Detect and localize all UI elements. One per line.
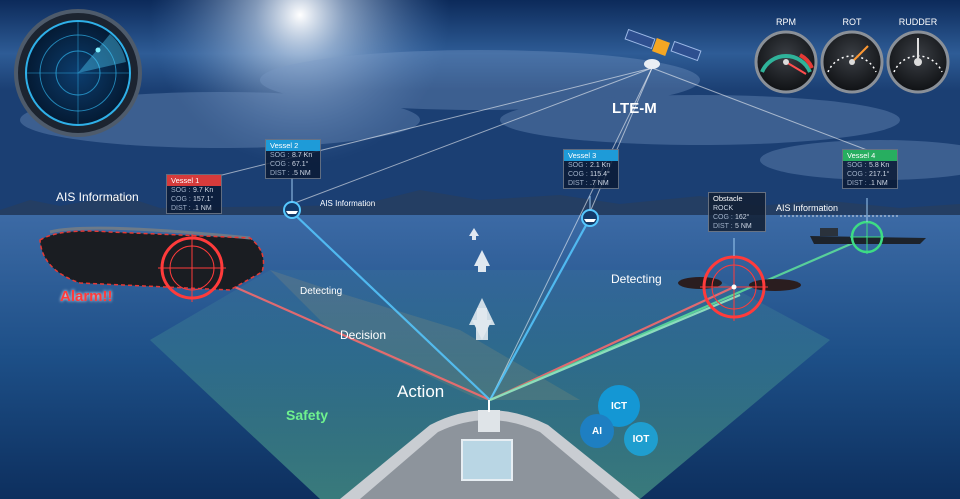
dist-value: .1 NM bbox=[869, 180, 888, 187]
field-label: COG : bbox=[847, 171, 867, 178]
sog-value: 2.1 Kn bbox=[590, 162, 611, 169]
tanker-vessel-1 bbox=[39, 226, 265, 291]
ai-bubble: AI bbox=[580, 414, 614, 448]
target-marker-vessel-2 bbox=[283, 201, 301, 219]
lte-m-label: LTE-M bbox=[612, 100, 657, 117]
vessel-info-card-3: Vessel 3 SOG :2.1 Kn COG :115.4° DIST :.… bbox=[563, 149, 619, 189]
field-label: COG : bbox=[171, 196, 191, 203]
own-ship-bow bbox=[340, 400, 640, 499]
vessel-name: Vessel 1 bbox=[167, 175, 221, 186]
cog-value: 157.1° bbox=[193, 196, 214, 203]
action-label: Action bbox=[397, 382, 445, 401]
obstacle-info-card: Obstacle ROCK COG :162° DIST :5 NM bbox=[708, 192, 766, 232]
rpm-gauge bbox=[754, 30, 818, 94]
field-label: SOG : bbox=[270, 152, 290, 159]
vessel-name: Vessel 4 bbox=[843, 150, 897, 161]
alarm-label: Alarm!! bbox=[60, 288, 113, 305]
vessel-name: Vessel 2 bbox=[266, 140, 320, 151]
sog-value: 5.8 Kn bbox=[869, 162, 890, 169]
field-label: SOG : bbox=[847, 162, 867, 169]
vessel-info-card-4: Vessel 4 SOG :5.8 Kn COG :217.1° DIST :.… bbox=[842, 149, 898, 189]
obstacle-name: Obstacle bbox=[713, 194, 743, 203]
field-label: DIST : bbox=[171, 205, 191, 212]
detecting-label: Detecting bbox=[300, 286, 343, 297]
ais-info-label-small: AIS Information bbox=[320, 199, 376, 208]
dist-value: .7 NM bbox=[590, 180, 609, 187]
sog-value: 9.7 Kn bbox=[193, 187, 214, 194]
radar-scope bbox=[14, 9, 142, 137]
cog-value: 67.1° bbox=[292, 161, 309, 168]
sog-value: 8.7 Kn bbox=[292, 152, 313, 159]
sensor-beams bbox=[191, 211, 868, 402]
vessel-4-ship bbox=[810, 228, 926, 244]
dist-value: .5 NM bbox=[292, 170, 311, 177]
field-label: COG : bbox=[713, 214, 733, 221]
cog-value: 217.1° bbox=[869, 171, 890, 178]
target-reticle-obstacle bbox=[700, 253, 768, 321]
safety-label: Safety bbox=[286, 407, 329, 423]
ais-info-label-small: AIS Information bbox=[776, 203, 839, 213]
cog-value: 115.4° bbox=[590, 171, 610, 178]
field-label: DIST : bbox=[270, 170, 290, 177]
detecting-label: Detecting bbox=[611, 272, 662, 286]
field-label: SOG : bbox=[171, 187, 191, 194]
dist-value: .1 NM bbox=[193, 205, 212, 212]
target-marker-vessel-3 bbox=[581, 209, 599, 227]
field-label: SOG : bbox=[568, 162, 588, 169]
target-reticle-vessel-1 bbox=[158, 234, 226, 302]
field-label: DIST : bbox=[713, 223, 733, 230]
rudder-gauge bbox=[886, 30, 950, 94]
rot-gauge bbox=[820, 30, 884, 94]
iot-bubble: IOT bbox=[624, 422, 658, 456]
satellite-icon bbox=[624, 28, 702, 69]
vessel-name: Vessel 3 bbox=[564, 150, 618, 161]
field-label: COG : bbox=[270, 161, 290, 168]
decision-label: Decision bbox=[340, 328, 387, 342]
dist-value: 5 NM bbox=[735, 223, 752, 230]
vessel-info-card-2: Vessel 2 SOG :8.7 Kn COG :67.1° DIST :.5… bbox=[265, 139, 321, 179]
ais-info-label: AIS Information bbox=[56, 190, 139, 204]
cog-value: 162° bbox=[735, 214, 750, 221]
field-label: DIST : bbox=[568, 180, 588, 187]
obstacle-type: ROCK bbox=[713, 205, 734, 212]
vessel-info-card-1: Vessel 1 SOG :9.7 Kn COG :157.1° DIST :.… bbox=[166, 174, 222, 214]
gauge-label-rot: ROT bbox=[842, 17, 862, 27]
field-label: DIST : bbox=[847, 180, 867, 187]
direction-arrows bbox=[469, 228, 495, 340]
gauge-label-rpm: RPM bbox=[776, 17, 796, 27]
decision-zone bbox=[270, 270, 580, 400]
gauge-label-rudder: RUDDER bbox=[898, 17, 938, 27]
rock-obstacle bbox=[678, 277, 801, 291]
field-label: COG : bbox=[568, 171, 588, 178]
